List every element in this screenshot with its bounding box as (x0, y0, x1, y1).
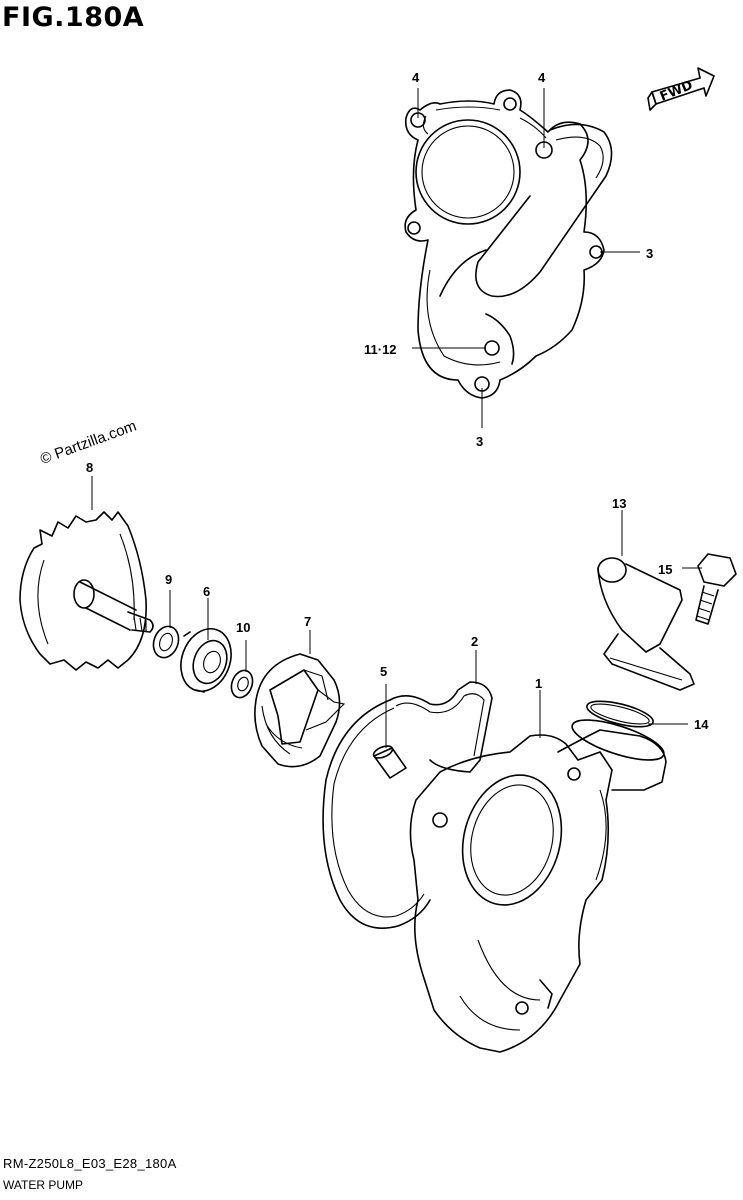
fwd-label: FWD (658, 78, 695, 105)
callout-6: 6 (203, 584, 210, 599)
callout-3-right: 3 (646, 246, 653, 261)
pump-case-1 (409, 719, 667, 1053)
gasket-2 (322, 681, 493, 929)
callout-11-12: 11·12 (364, 342, 397, 357)
callout-3-bottom: 3 (476, 434, 483, 449)
callout-5: 5 (380, 664, 387, 679)
callout-4-left: 4 (412, 70, 420, 85)
callout-10: 10 (236, 620, 250, 635)
pump-cover-gasket (404, 89, 613, 399)
callout-13: 13 (612, 496, 626, 511)
bolt-15 (695, 553, 737, 625)
washer-10 (230, 669, 254, 699)
callout-9: 9 (165, 572, 172, 587)
model-code: RM-Z250L8_E03_E28_180A (3, 1156, 177, 1171)
hose-fitting-13 (597, 557, 695, 691)
figure-title: FIG.180A (2, 2, 145, 33)
impeller-7 (254, 653, 346, 768)
fwd-arrow-icon: FWD (647, 67, 715, 111)
callout-2: 2 (471, 634, 478, 649)
callout-15: 15 (658, 562, 672, 577)
callout-14: 14 (694, 717, 709, 732)
callout-1: 1 (535, 676, 542, 691)
impeller-shaft (19, 511, 154, 671)
callout-8: 8 (86, 460, 93, 475)
dowel-pin-5 (372, 745, 407, 779)
section-name: WATER PUMP (3, 1178, 83, 1192)
o-ring-14 (586, 700, 654, 728)
bearing-6 (180, 628, 232, 693)
callout-7: 7 (304, 614, 311, 629)
callout-4-right: 4 (538, 70, 546, 85)
seal-ring-9 (152, 625, 180, 659)
